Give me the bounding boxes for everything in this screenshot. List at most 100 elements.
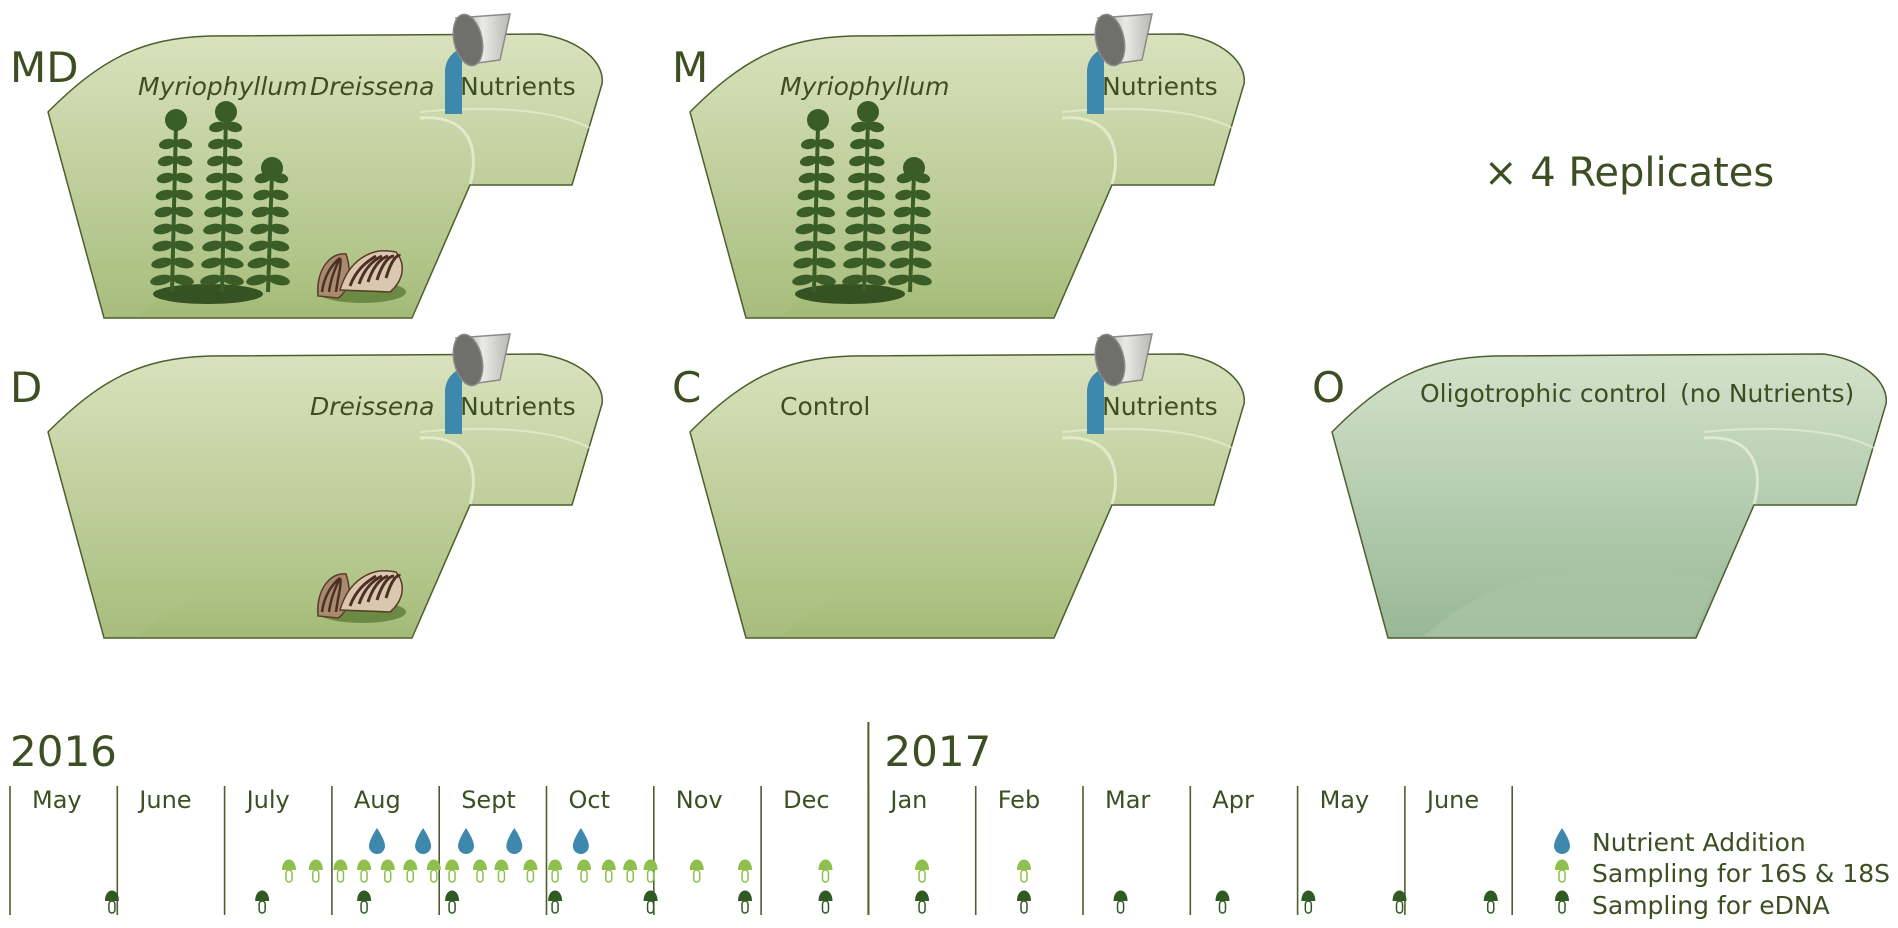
sampling-edna-icon [915,890,930,914]
tank-highlight [1061,116,1117,185]
tank-label: Dreissena [310,392,434,421]
sampling-edna-icon [104,890,119,914]
legend-edna-icon [1555,890,1569,914]
tank-highlight [419,436,475,505]
sampling-16s-18s-icon [915,859,930,883]
legend-label-edna: Sampling for eDNA [1592,891,1830,920]
tank-code-label: M [672,43,708,92]
tank-code-label: D [10,363,42,412]
myriophyllum-plant-icon [792,109,836,293]
month-label: May [1320,786,1370,814]
month-label: Apr [1212,786,1254,814]
sampling-16s-18s-icon [357,859,372,883]
tank-highlight [1703,436,1759,505]
sampling-edna-icon [255,890,270,914]
month-label: July [245,786,290,814]
month-label: Feb [998,786,1040,814]
sampling-16s-18s-icon [308,859,323,883]
nutrient-bucket-icon [445,13,511,114]
sampling-16s-18s-icon [818,859,833,883]
nutrient-addition-icon [458,828,475,854]
sampling-16s-18s-icon [494,859,509,883]
sampling-16s-18s-icon [548,859,563,883]
sampling-16s-18s-icon [281,859,296,883]
tank-code-label: C [672,363,701,412]
nutrient-bucket-icon [445,333,511,434]
tank-highlight [1703,427,1875,449]
tank-floor-shade [1424,564,1714,636]
legend-16s-18s-icon [1555,859,1569,883]
tank-m: M Myriophyllum Nutrients [672,13,1245,319]
tank-label: Nutrients [460,72,576,101]
sampling-16s-18s-icon [643,859,658,883]
dreissena-mussel-icon [317,250,406,303]
tank-code-label: MD [10,43,79,92]
myriophyllum-plant-icon [150,109,194,293]
nutrient-bucket-icon [1087,13,1153,114]
tank-label: Myriophyllum [138,72,307,101]
sampling-edna-icon [445,890,460,914]
month-label: May [32,786,82,814]
month-label: Jan [888,786,927,814]
month-label: Sept [461,786,516,814]
sampling-edna-icon [1301,890,1316,914]
month-label: Nov [676,786,723,814]
tank-label: (no Nutrients) [1680,379,1854,408]
sampling-edna-icon [1392,890,1407,914]
sampling-16s-18s-icon [523,859,538,883]
sampling-16s-18s-icon [333,859,348,883]
sampling-16s-18s-icon [445,859,460,883]
myriophyllum-plant-icon [888,157,932,293]
sampling-edna-icon [357,890,372,914]
tank-d: D Dreissena Nutrients [10,333,603,639]
nutrient-addition-icon [506,828,523,854]
tank-highlight [419,116,475,185]
dreissena-mussel-icon [317,570,406,623]
myriophyllum-plant-icon [246,157,290,293]
sampling-16s-18s-icon [380,859,395,883]
sampling-edna-icon [1215,890,1230,914]
tank-label: Dreissena [310,72,434,101]
sampling-edna-icon [818,890,833,914]
sampling-16s-18s-icon [601,859,616,883]
sampling-16s-18s-icon [689,859,704,883]
year-label-2017: 2017 [884,727,991,776]
myriophyllum-group [150,101,290,304]
legend-label-s16s18s: Sampling for 16S & 18S [1592,859,1890,888]
year-label-2016: 2016 [10,727,117,776]
tank-body [689,353,1245,639]
tank-body [1331,353,1887,639]
month-label: Dec [783,786,829,814]
sampling-edna-icon [548,890,563,914]
tank-code-label: O [1312,363,1345,412]
sampling-16s-18s-icon [426,859,441,883]
legend-label-nutrient: Nutrient Addition [1592,828,1806,857]
month-label: Oct [569,786,611,814]
replicates-label: × 4 Replicates [1484,150,1774,196]
myriophyllum-plant-icon [200,101,244,293]
nutrient-addition-icon [415,828,432,854]
tank-label: Nutrients [1102,72,1218,101]
month-label: Aug [354,786,401,814]
tank-label: Oligotrophic control [1420,379,1667,408]
sampling-edna-icon [1016,890,1031,914]
tank-highlight [1061,436,1117,505]
sampling-16s-18s-icon [403,859,418,883]
tank-label: Nutrients [460,392,576,421]
sampling-16s-18s-icon [472,859,487,883]
month-label: June [137,786,191,814]
sampling-16s-18s-icon [738,859,753,883]
sampling-16s-18s-icon [577,859,592,883]
nutrient-addition-icon [368,828,385,854]
tank-floor-shade [782,564,1072,636]
month-label: Mar [1105,786,1150,814]
sampling-16s-18s-icon [1016,859,1031,883]
tank-label: Myriophyllum [780,72,949,101]
sampling-edna-icon [1483,890,1498,914]
